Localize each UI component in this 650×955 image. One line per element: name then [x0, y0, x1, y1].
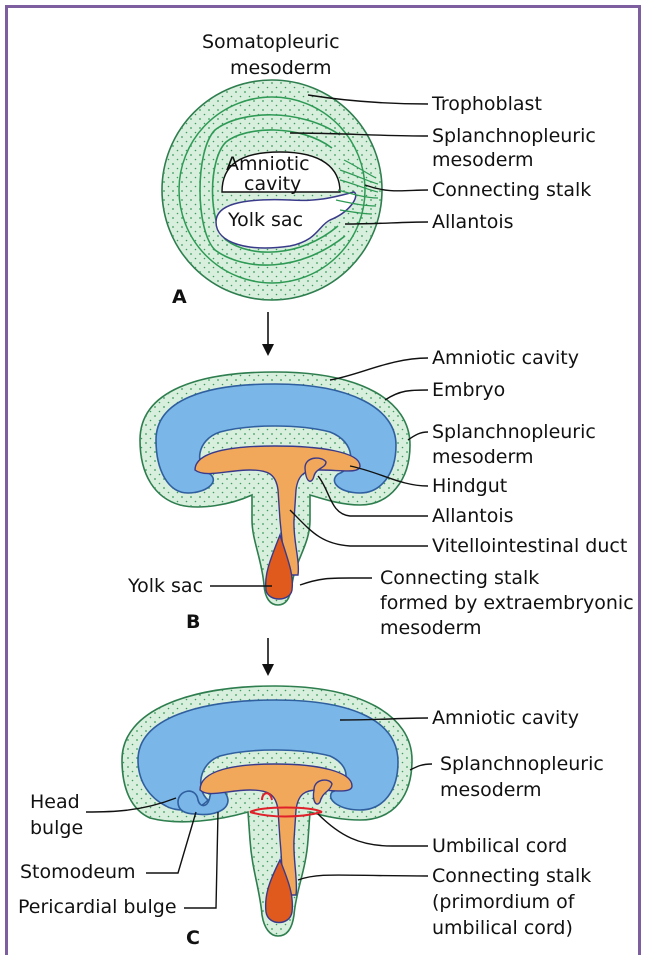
label-allantois-a: Allantois	[432, 211, 514, 233]
label-splanchno-b1: Splanchnopleuric	[432, 421, 596, 443]
label-yolk-b: Yolk sac	[127, 575, 203, 597]
label-head-c1: Head	[30, 791, 80, 813]
label-splanchno-a1: Splanchnopleuric	[432, 125, 596, 147]
label-splanchno-b2: mesoderm	[432, 446, 533, 468]
label-splanchno-c1: Splanchnopleuric	[440, 753, 604, 775]
panel-letter-b: B	[186, 611, 200, 633]
label-stalk-c1: Connecting stalk	[432, 865, 591, 887]
label-stalk-c3: umbilical cord)	[432, 917, 573, 939]
label-stalk-b2: formed by extraembryonic	[380, 592, 634, 614]
panel-letter-c: C	[186, 927, 200, 947]
label-somatopleuric-2: mesoderm	[230, 57, 331, 79]
arrow-a-to-b	[262, 312, 274, 356]
label-yolk-a: Yolk sac	[227, 209, 303, 231]
label-umbilical-c: Umbilical cord	[432, 835, 567, 857]
label-stalk-b1: Connecting stalk	[380, 567, 539, 589]
label-splanchno-a2: mesoderm	[432, 149, 533, 171]
label-trophoblast: Trophoblast	[431, 93, 542, 115]
label-splanchno-c2: mesoderm	[440, 779, 541, 801]
label-amniotic-c: Amniotic cavity	[432, 707, 579, 729]
panel-b: Amniotic cavity Embryo Splanchnopleuric …	[127, 347, 634, 639]
label-vitello-b: Vitellointestinal duct	[432, 535, 627, 557]
label-embryo-b: Embryo	[432, 379, 505, 401]
panel-c: Amniotic cavity Splanchnopleuric mesoder…	[18, 686, 604, 947]
label-amniotic-a2: cavity	[244, 173, 301, 195]
label-amniotic-b: Amniotic cavity	[432, 347, 579, 369]
label-stomodeum-c: Stomodeum	[20, 861, 136, 883]
panel-a: Amniotic cavity Yolk sac Somatopleuric m…	[162, 31, 596, 308]
label-amniotic-a1: Amniotic	[226, 153, 310, 175]
label-pericardial-c: Pericardial bulge	[18, 896, 177, 918]
panel-letter-a: A	[172, 286, 187, 308]
label-hindgut-b: Hindgut	[432, 475, 507, 497]
label-connecting-stalk-a: Connecting stalk	[432, 179, 591, 201]
label-allantois-b: Allantois	[432, 505, 514, 527]
label-stalk-c2: (primordium of	[432, 891, 576, 913]
label-head-c2: bulge	[30, 817, 83, 839]
label-stalk-b3: mesoderm	[380, 617, 481, 639]
arrow-b-to-c	[262, 638, 274, 676]
label-somatopleuric-1: Somatopleuric	[202, 31, 340, 53]
